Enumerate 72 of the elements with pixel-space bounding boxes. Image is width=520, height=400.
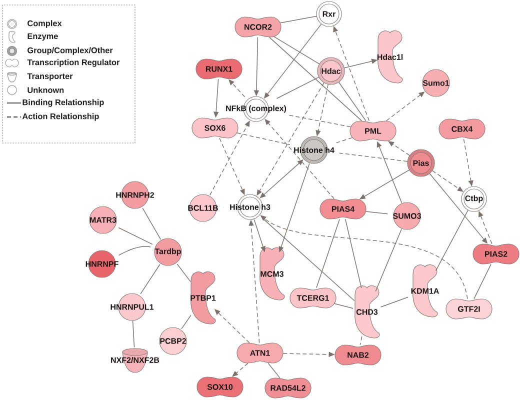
peanut-node: PIAS4 bbox=[320, 198, 366, 220]
dashed-line bbox=[339, 152, 408, 162]
legend-label: Unknown bbox=[28, 87, 64, 94]
peanut-node: RAD54L2 bbox=[264, 378, 312, 398]
connector-line bbox=[142, 208, 162, 240]
dashed-arrow bbox=[432, 170, 464, 192]
ring-node: Pias bbox=[407, 149, 435, 177]
legend-label: Enzyme bbox=[28, 33, 58, 41]
crescent-node: KDM1A bbox=[411, 264, 439, 318]
legend-label: Complex bbox=[28, 20, 62, 28]
peanut-node: NAB2 bbox=[334, 344, 382, 366]
crescent-node: CHD3 bbox=[354, 285, 380, 338]
legend-label: Transporter bbox=[27, 73, 73, 81]
double-circle-node: Rxr bbox=[316, 1, 342, 27]
peanut-node: PIAS2 bbox=[472, 244, 520, 264]
connector-line bbox=[366, 211, 388, 214]
peanut-node: TCERG1 bbox=[290, 288, 336, 308]
crescent-node: MCM3 bbox=[260, 247, 285, 300]
connector-line bbox=[280, 16, 317, 24]
connector-line bbox=[316, 218, 340, 288]
connector-line bbox=[176, 264, 191, 282]
connector-line bbox=[276, 76, 320, 99]
legend-label: Binding Relationship bbox=[22, 99, 104, 107]
connector-line bbox=[380, 296, 408, 308]
circle-node: HNRNPH2 bbox=[116, 181, 154, 209]
double-circle-node: Histone h3 bbox=[230, 194, 270, 220]
connector-line bbox=[334, 303, 354, 309]
double-circle-node: Ctbp bbox=[461, 186, 487, 212]
peanut-node: SOX10 bbox=[196, 376, 244, 398]
ring-node: Hdac bbox=[317, 57, 345, 85]
circle-node: HNRNPUL1 bbox=[110, 293, 154, 321]
connector-line bbox=[375, 228, 402, 292]
dashed-line bbox=[288, 114, 352, 128]
dashed-line bbox=[360, 336, 362, 346]
circle-node: Sumo1 bbox=[422, 69, 450, 97]
crescent-node: Hdac1l bbox=[377, 30, 403, 84]
connector-line bbox=[181, 314, 192, 330]
dashed-arrow bbox=[232, 362, 248, 377]
ring-node: Histone h4 bbox=[294, 136, 334, 164]
connector-line bbox=[118, 227, 153, 245]
connector-line bbox=[268, 362, 280, 378]
peanut-node: NCOR2 bbox=[234, 16, 282, 38]
dashed-arrow bbox=[210, 120, 250, 196]
connector-line bbox=[140, 264, 160, 294]
connector-line bbox=[436, 210, 468, 271]
legend-label: Transcription Regulator bbox=[27, 59, 120, 67]
connector-line bbox=[262, 218, 355, 301]
peanut-node: RUNX1 bbox=[196, 58, 242, 80]
cup-node: NXF2/NXF2B bbox=[111, 348, 160, 373]
peanut-node: GTF2I bbox=[446, 298, 492, 320]
connector-line bbox=[474, 264, 492, 300]
connector-line bbox=[132, 320, 135, 348]
peanut-node: CBX4 bbox=[438, 118, 486, 140]
dashed-line bbox=[236, 132, 290, 146]
crescent-node: PTBP1 bbox=[190, 271, 216, 324]
legend-label: Group/Complex/Other bbox=[28, 47, 113, 55]
circle-node: Tardbp bbox=[154, 238, 182, 266]
connector-line bbox=[274, 36, 320, 64]
connector-line bbox=[268, 36, 362, 122]
circle-node: MATR3 bbox=[89, 206, 117, 234]
legend-label: Action Relationship bbox=[22, 113, 99, 121]
circle-node: SUMO3 bbox=[393, 202, 421, 230]
connector-line bbox=[118, 246, 151, 256]
circle-node: PCBP2 bbox=[159, 327, 187, 355]
circle-node: BCL11B bbox=[188, 194, 218, 222]
dashed-arrow bbox=[388, 141, 410, 156]
connector-line bbox=[345, 218, 362, 288]
connector-line bbox=[338, 82, 366, 122]
peanut-node: ATN1 bbox=[236, 342, 284, 364]
peanut-node: SOX6 bbox=[192, 118, 238, 138]
peanut-node: PML bbox=[350, 120, 396, 142]
dashed-line bbox=[336, 137, 353, 144]
